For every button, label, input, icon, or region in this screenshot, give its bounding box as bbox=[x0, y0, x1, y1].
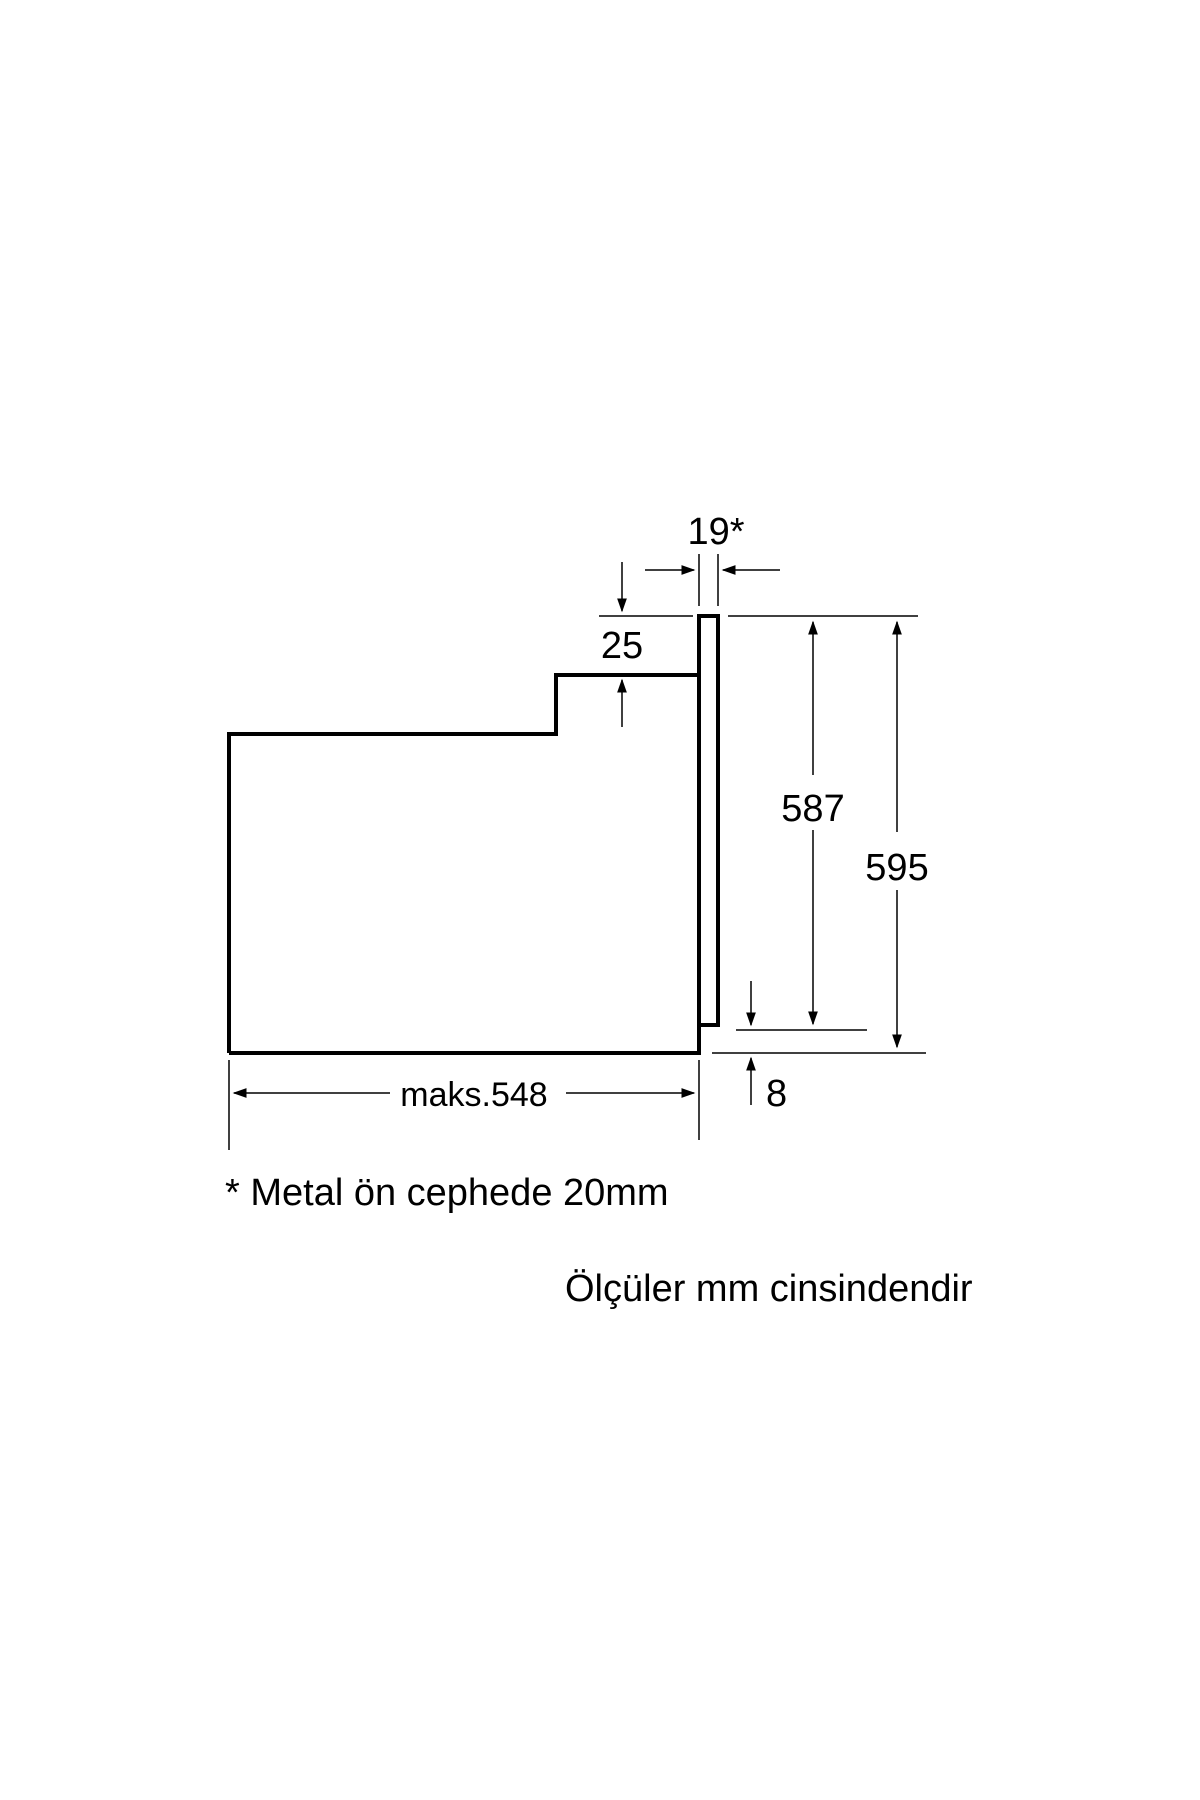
door-height-label: 587 bbox=[781, 788, 844, 830]
metal-front-footnote: * Metal ön cephede 20mm bbox=[225, 1172, 669, 1214]
oven-body-bottom bbox=[229, 1025, 701, 1055]
door-gap-label: 19* bbox=[687, 511, 744, 553]
units-note: Ölçüler mm cinsindendir bbox=[565, 1268, 973, 1310]
depth-label: maks.548 bbox=[400, 1076, 547, 1114]
bottom-gap-label: 8 bbox=[766, 1073, 787, 1115]
oven-body-outline bbox=[227, 673, 699, 1053]
step-height-label: 25 bbox=[601, 625, 643, 667]
oven-front-panel bbox=[697, 614, 720, 1027]
total-height-label: 595 bbox=[865, 847, 928, 889]
